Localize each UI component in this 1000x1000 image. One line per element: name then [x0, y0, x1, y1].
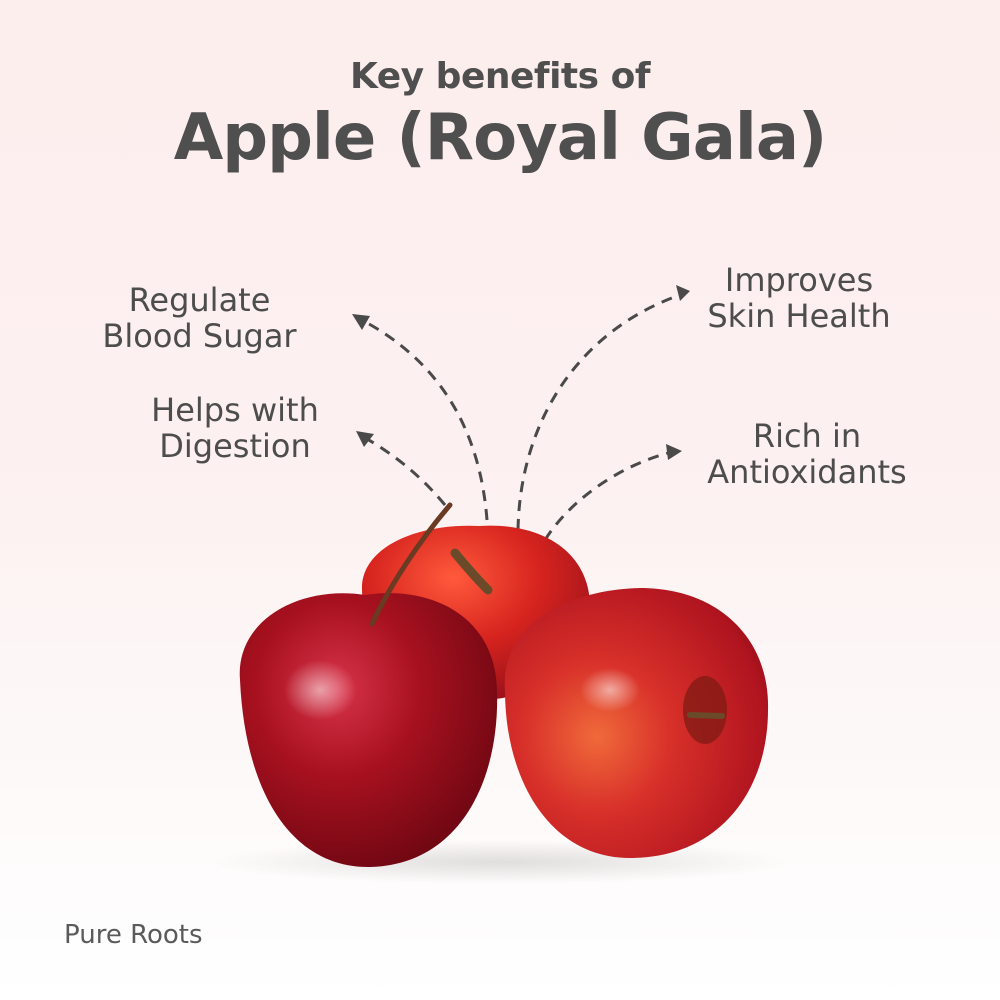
- page-title: Apple (Royal Gala): [173, 101, 828, 175]
- arrowhead-icon: [356, 431, 374, 447]
- arrow-blood-sugar: [357, 316, 489, 521]
- arrowhead-icon: [666, 444, 682, 460]
- arrowhead-icon: [676, 285, 690, 301]
- benefit-blood-sugar: Regulate Blood Sugar: [82, 282, 317, 354]
- benefit-skin-health: Improves Skin Health: [688, 262, 910, 334]
- arrow-antioxidants: [543, 450, 673, 541]
- benefit-line: Blood Sugar: [102, 317, 297, 355]
- benefit-line: Antioxidants: [707, 453, 907, 491]
- apple-left: [239, 502, 498, 868]
- header: Key benefits of Apple (Royal Gala): [0, 55, 1000, 177]
- benefit-line: Skin Health: [707, 297, 891, 335]
- benefit-line: Digestion: [159, 427, 311, 465]
- benefit-antioxidants: Rich in Antioxidants: [686, 418, 928, 490]
- arrow-skin-health: [516, 293, 681, 531]
- apple-right: [504, 588, 769, 858]
- arrow-lines: [357, 293, 681, 541]
- benefit-line: Regulate: [128, 281, 271, 319]
- benefit-digestion: Helps with Digestion: [130, 392, 340, 464]
- benefit-line: Helps with: [151, 391, 319, 429]
- subtitle: Key benefits of: [350, 56, 650, 97]
- arrow-digestion: [361, 434, 447, 506]
- brand-name: Pure Roots: [64, 920, 203, 950]
- benefit-line: Rich in: [752, 417, 862, 455]
- apple-stem: [369, 502, 453, 627]
- arrowhead-icon: [352, 314, 370, 330]
- arrow-heads: [352, 285, 690, 460]
- benefit-line: Improves: [724, 261, 874, 299]
